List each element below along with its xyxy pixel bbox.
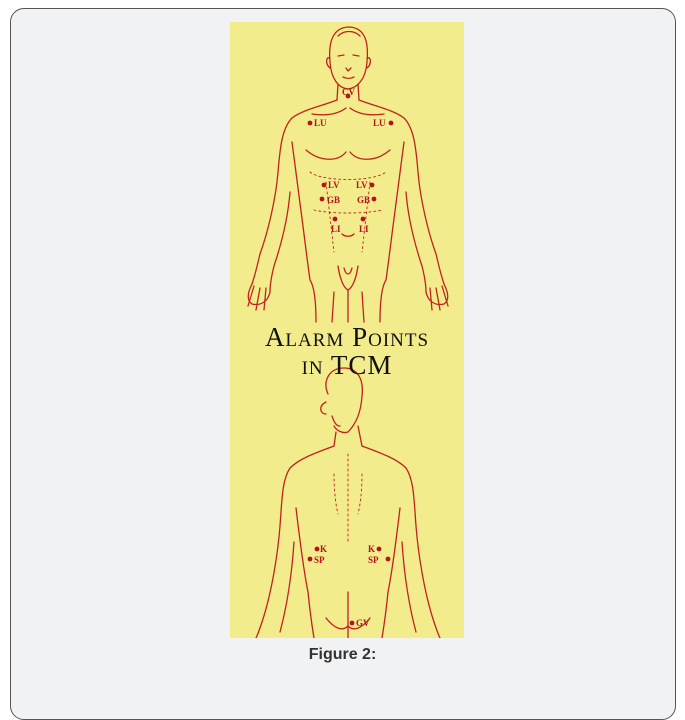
point-lu-left	[308, 121, 313, 126]
poster-title-line1: Alarm Points	[230, 322, 464, 353]
alarm-points-poster: CV LU LU LV LV GB GB LI LI K K SP SP GV …	[230, 22, 464, 638]
point-li-left	[333, 217, 338, 222]
poster-title-line2: in TCM	[230, 350, 464, 381]
point-sp-left	[308, 557, 313, 562]
label-gb-right: GB	[357, 195, 370, 205]
point-sp-right	[386, 557, 391, 562]
label-li-right: LI	[359, 224, 369, 234]
point-k-left	[315, 547, 320, 552]
figure-caption: Figure 2:	[0, 646, 685, 664]
label-cv: CV	[342, 87, 355, 97]
point-gb-right	[372, 197, 377, 202]
label-lu-right: LU	[373, 118, 386, 128]
label-k-right: K	[368, 544, 375, 554]
label-lv-left: LV	[328, 180, 340, 190]
label-k-left: K	[320, 544, 327, 554]
point-lv-left	[322, 183, 327, 188]
point-lu-right	[389, 121, 394, 126]
point-gv	[350, 621, 355, 626]
label-lv-right: LV	[356, 180, 368, 190]
label-li-left: LI	[331, 224, 341, 234]
point-k-right	[377, 547, 382, 552]
back-figure-outline	[256, 368, 440, 638]
point-gb-left	[320, 197, 325, 202]
point-lv-right	[370, 183, 375, 188]
back-guide-lines	[334, 454, 362, 542]
front-guide-lines	[310, 172, 386, 252]
front-figure-outline	[248, 27, 448, 322]
point-li-right	[361, 217, 366, 222]
label-gv: GV	[356, 618, 370, 628]
label-sp-left: SP	[314, 555, 325, 565]
label-sp-right: SP	[368, 555, 379, 565]
label-gb-left: GB	[327, 195, 340, 205]
label-lu-left: LU	[314, 118, 327, 128]
